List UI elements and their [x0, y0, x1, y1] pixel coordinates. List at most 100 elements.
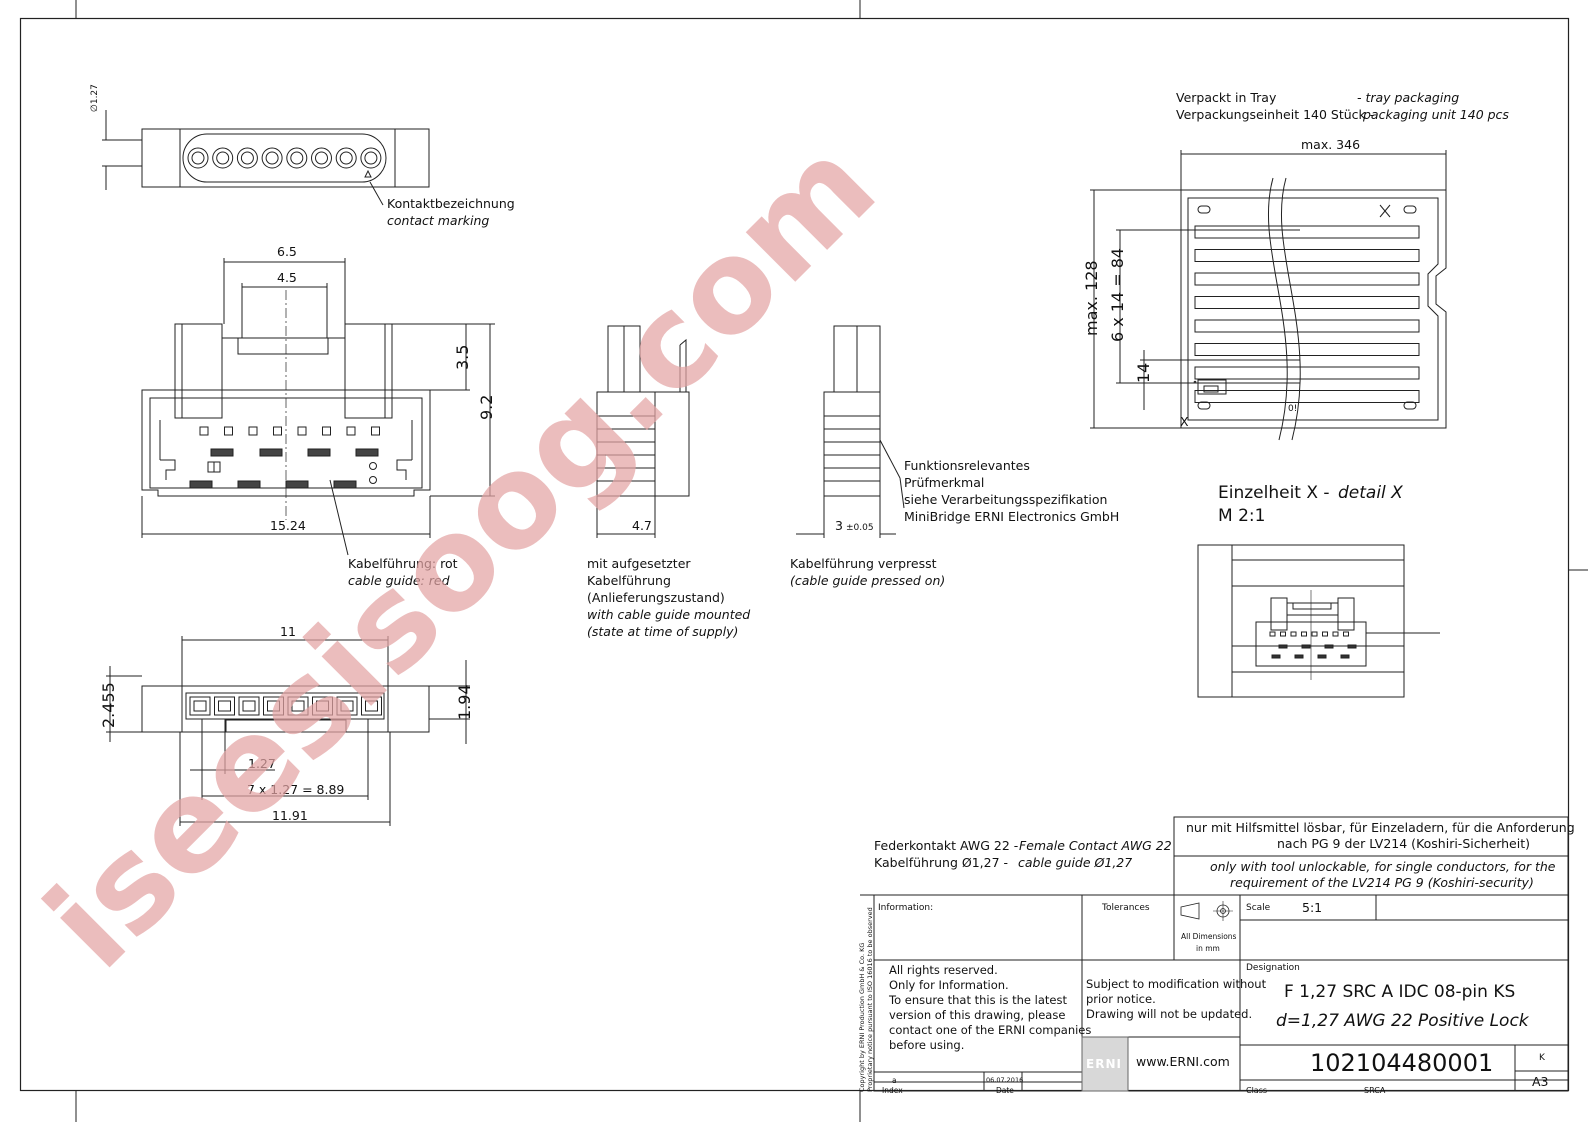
- detail-contact-window: [1280, 631, 1286, 637]
- part-number: 102104480001: [1310, 1049, 1494, 1077]
- contact-circle-inner: [216, 151, 230, 165]
- detail-contact-spring: [1317, 654, 1327, 659]
- dim-9-2: 9.2: [477, 394, 496, 420]
- contact-circle: [360, 147, 382, 169]
- rights-6: before using.: [889, 1038, 965, 1052]
- guide-label-en: cable guide: red: [348, 573, 450, 588]
- rights-3: To ensure that this is the latest: [889, 993, 1067, 1007]
- side-view-pressed: [796, 325, 905, 538]
- tolerances-label: Tolerances: [1102, 903, 1150, 913]
- designation-label: Designation: [1246, 963, 1300, 973]
- contact-circle: [261, 147, 283, 169]
- dim-diameter: ∅1.27: [90, 84, 100, 112]
- contact-circle-inner: [315, 151, 328, 165]
- designation-1: F 1,27 SRC A IDC 08-pin KS: [1284, 982, 1516, 1002]
- note-de-2: nach PG 9 der LV214 (Koshiri-Sicherheit): [1277, 836, 1530, 851]
- dim-6-5: 6.5: [277, 244, 297, 259]
- contact-spring: [189, 480, 213, 489]
- detail-contact-window: [1301, 631, 1307, 637]
- dim-15-24: 15.24: [270, 518, 306, 533]
- cell-outer: [336, 696, 358, 716]
- unit-en: packaging unit 140 pcs: [1363, 107, 1509, 122]
- detail-contact-spring: [1271, 654, 1281, 659]
- note-en-2: requirement of the LV214 PG 9 (Koshiri-s…: [1230, 875, 1534, 890]
- guide-label-de: Kabelführung: rot: [348, 556, 458, 571]
- note-en-1: only with tool unlockable, for single co…: [1210, 859, 1556, 874]
- detail-contact-window: [1322, 631, 1328, 637]
- contact-circle-inner: [191, 151, 205, 165]
- dim-3: 3: [835, 518, 843, 533]
- mounted-de-2: Kabelführung: [587, 573, 671, 588]
- tray-mark: 0!: [1288, 404, 1298, 414]
- dim-11: 11: [280, 624, 296, 639]
- detail-contact-window: [1290, 631, 1297, 637]
- contact-spring: [210, 448, 234, 457]
- detail-contact-spring: [1301, 644, 1311, 649]
- contact-spring: [333, 480, 357, 489]
- cell-outer: [263, 696, 284, 716]
- contact-circle-inner: [290, 151, 304, 165]
- tray-slot: [1194, 272, 1420, 286]
- dim-4-5: 4.5: [277, 270, 297, 285]
- contact-label-en: contact marking: [387, 213, 490, 228]
- contact-window: [371, 426, 380, 436]
- dim-3-5: 3.5: [453, 344, 472, 370]
- tray-en: - tray packaging: [1357, 90, 1460, 105]
- contact-label-de: Kontaktbezeichnung: [387, 196, 515, 211]
- contact-circle: [311, 147, 332, 169]
- detail-title-en: detail X: [1338, 483, 1403, 503]
- detail-scale: M 2:1: [1218, 506, 1266, 526]
- cell-inner: [340, 700, 354, 712]
- kabel-de: Kabelführung Ø1,27 -: [874, 855, 1009, 870]
- index-label: Index: [882, 1086, 903, 1095]
- contact-spring: [285, 480, 309, 489]
- cell-inner: [242, 700, 256, 712]
- detail-title-de: Einzelheit X -: [1218, 483, 1330, 503]
- cell-outer: [238, 696, 260, 716]
- cell-inner: [291, 700, 305, 712]
- tray-slot: [1194, 343, 1420, 356]
- dim-6x14: 6 x 14 = 84: [1108, 247, 1127, 342]
- contact-circle-inner: [265, 151, 279, 165]
- cell-outer: [312, 696, 333, 716]
- detail-contact-spring: [1294, 654, 1304, 659]
- date-value: 06.07.2016: [986, 1076, 1024, 1084]
- contact-circle: [236, 147, 258, 169]
- side-view-mounted: [596, 325, 690, 538]
- dim-max-128: max. 128: [1082, 260, 1101, 336]
- contact-circle-inner: [364, 151, 378, 165]
- detail-contact-spring: [1278, 644, 1288, 649]
- unit-de: Verpackungseinheit 140 Stück -: [1176, 107, 1375, 122]
- contact-spring: [355, 448, 379, 457]
- feder-de: Federkontakt AWG 22 -: [874, 838, 1019, 853]
- cell-outer: [189, 696, 211, 716]
- pressed-en: (cable guide pressed on): [790, 573, 946, 588]
- rights-4: version of this drawing, please: [889, 1008, 1066, 1022]
- cell-outer: [287, 696, 309, 716]
- contact-circle: [286, 147, 308, 169]
- contact-circle: [212, 147, 234, 169]
- bottom-view: [106, 636, 470, 826]
- contact-circle-inner: [339, 151, 353, 165]
- index-value: a: [892, 1076, 897, 1085]
- subject-2: prior notice.: [1086, 992, 1156, 1006]
- revision: K: [1539, 1053, 1545, 1063]
- contact-window: [248, 426, 258, 436]
- pressed-de: Kabelführung verpresst: [790, 556, 937, 571]
- mounted-de-3: (Anlieferungszustand): [587, 590, 725, 605]
- dim-2-455: 2.455: [99, 682, 118, 728]
- contact-window: [346, 426, 356, 436]
- cell-inner: [316, 700, 329, 712]
- website: www.ERNI.com: [1136, 1054, 1230, 1069]
- tray-slot: [1194, 390, 1420, 403]
- func-1: Funktionsrelevantes: [904, 458, 1030, 473]
- rights-1: All rights reserved.: [889, 963, 998, 977]
- tray-view: [1090, 150, 1447, 441]
- func-3: siehe Verarbeitungsspezifikation: [904, 492, 1108, 507]
- cell-inner: [267, 700, 280, 712]
- rights-5: contact one of the ERNI companies: [889, 1023, 1092, 1037]
- in-mm: in mm: [1196, 944, 1220, 953]
- scale-label: Scale: [1246, 903, 1271, 913]
- dim-4-7: 4.7: [632, 518, 652, 533]
